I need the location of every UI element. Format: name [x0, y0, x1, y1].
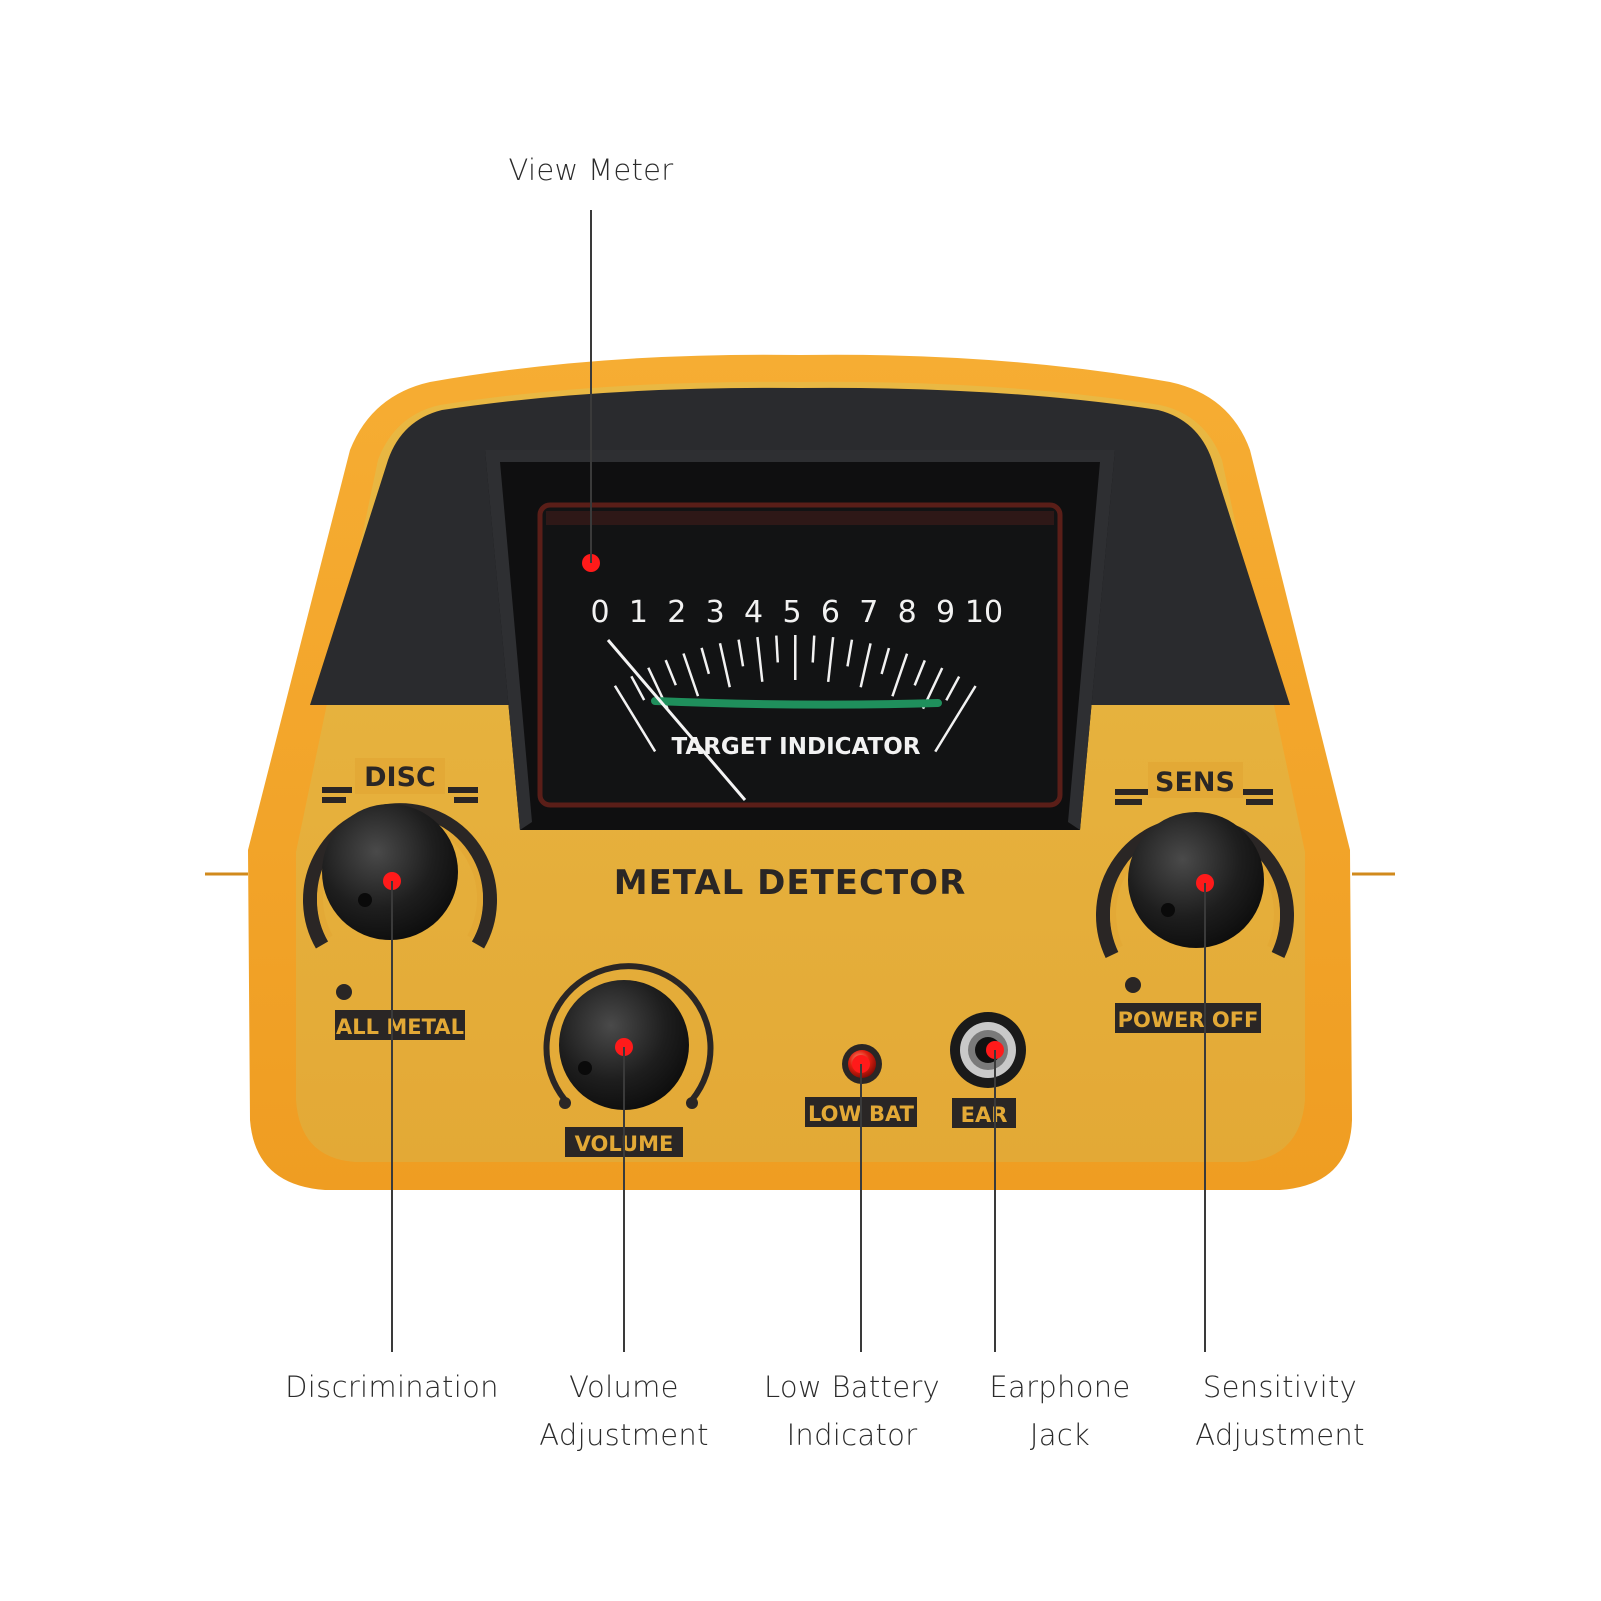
callout-view-meter-text: View Meter [508, 153, 674, 187]
callout-low-battery-line1: Low Battery [763, 1370, 941, 1404]
meter-tick [934, 685, 977, 753]
meter-tick [891, 653, 909, 697]
sens-knob-group[interactable]: SENS [1096, 762, 1294, 959]
meter-tick [775, 635, 780, 663]
callout-discrimination-text: Discrimination [285, 1370, 499, 1404]
callout-sensitivity-line2: Adjustment [1195, 1418, 1365, 1452]
callout-earphone-line2: Jack [1029, 1418, 1091, 1452]
meter-tick [700, 647, 711, 675]
ear-label: EAR [961, 1103, 1008, 1127]
meter-scale-number: 10 [965, 595, 1003, 630]
meter-needle [606, 639, 747, 801]
callout-volume-line1: Volume [569, 1370, 679, 1404]
callout-volume-line2: Adjustment [539, 1418, 709, 1452]
meter-scale-number: 5 [782, 595, 801, 630]
meter-tick [682, 653, 700, 697]
disc-knob[interactable] [322, 804, 458, 940]
meter-tick [880, 647, 891, 675]
callout-earphone-line1: Earphone [989, 1370, 1131, 1404]
meter-scale-number: 0 [590, 595, 609, 630]
callout-low-battery-line2: Indicator [786, 1418, 918, 1452]
disc-knob-group[interactable]: DISC [303, 758, 497, 949]
view-meter [537, 502, 1063, 808]
meter-scale-number: 1 [629, 595, 648, 630]
sens-label: SENS [1155, 767, 1235, 798]
meter-tick [913, 659, 926, 686]
meter-scale-number: 6 [821, 595, 840, 630]
callout-sensitivity: Sensitivity Adjustment [1165, 1363, 1395, 1459]
meter-tick [846, 639, 854, 667]
meter-tick [630, 675, 646, 701]
meter-scale-number: 2 [667, 595, 686, 630]
meter-tick [718, 642, 731, 688]
meter-scale-number: 7 [859, 595, 878, 630]
meter-tick [859, 643, 872, 688]
meter-scale-number: 8 [898, 595, 917, 630]
meter-tick [664, 659, 677, 686]
meter-scale-number: 9 [936, 595, 955, 630]
callout-discrimination: Discrimination [272, 1363, 512, 1411]
meter-tick [945, 675, 961, 701]
callout-view-meter: View Meter [491, 146, 691, 194]
callout-earphone: Earphone Jack [960, 1363, 1160, 1459]
all-metal-label: ALL METAL [336, 1015, 464, 1039]
meter-green-band [651, 697, 942, 709]
callout-low-battery: Low Battery Indicator [742, 1363, 962, 1459]
brand-label: METAL DETECTOR [614, 863, 967, 903]
meter-tick [737, 639, 745, 667]
meter-tick [613, 685, 657, 753]
callout-sensitivity-line1: Sensitivity [1202, 1370, 1358, 1404]
meter-tick [826, 636, 835, 682]
meter-tick [756, 636, 764, 682]
disc-label: DISC [364, 762, 436, 793]
callout-volume: Volume Adjustment [514, 1363, 734, 1459]
sens-knob[interactable] [1128, 812, 1264, 948]
meter-tick [811, 635, 816, 663]
meter-scale-number: 3 [706, 595, 725, 630]
meter-caption: TARGET INDICATOR [671, 734, 920, 760]
power-off-label: POWER OFF [1118, 1008, 1259, 1032]
meter-scale-number: 4 [744, 595, 763, 630]
